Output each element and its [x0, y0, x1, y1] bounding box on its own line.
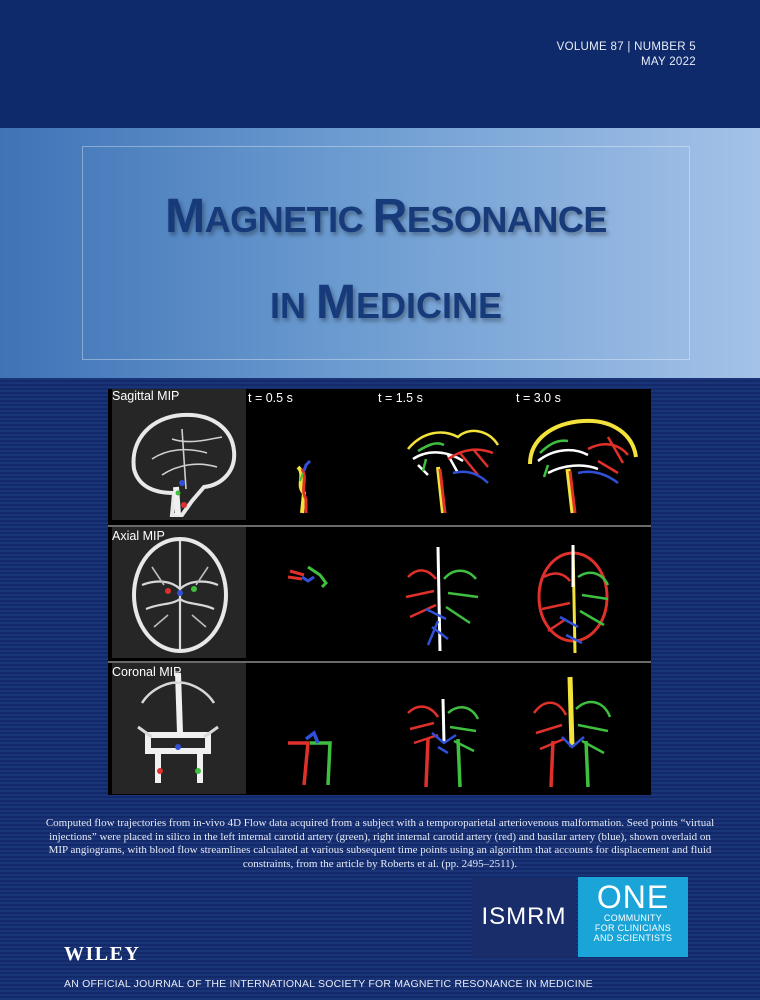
title-band: MAGNETIC RESONANCE IN MEDICINE — [0, 128, 760, 378]
one-community-logo: ONE COMMUNITY FOR CLINICIANS AND SCIENTI… — [578, 877, 688, 957]
issue-info: VOLUME 87 | NUMBER 5 MAY 2022 — [557, 40, 696, 70]
one-logo-line-2: FOR CLINICIANS — [594, 923, 672, 933]
figure-row-axial — [108, 527, 651, 658]
label-time-3-0: t = 3.0 s — [516, 391, 561, 405]
footer-tagline: AN OFFICIAL JOURNAL OF THE INTERNATIONAL… — [64, 978, 593, 990]
axial-flow-panels — [287, 544, 610, 654]
row-divider — [108, 525, 651, 527]
title-frame: MAGNETIC RESONANCE IN MEDICINE — [82, 146, 690, 360]
wiley-logo: WILEY — [64, 943, 141, 965]
one-logo-text: ONE — [596, 879, 670, 915]
journal-title-line-2: IN MEDICINE — [269, 276, 503, 329]
coronal-mip-image — [112, 663, 246, 794]
axial-mip-image — [112, 527, 246, 658]
figure-row-sagittal — [108, 389, 651, 520]
figure-row-coronal — [108, 663, 651, 794]
sagittal-mip-image — [112, 389, 246, 520]
volume-number: VOLUME 87 | NUMBER 5 — [556, 41, 696, 53]
row-divider — [108, 661, 651, 663]
top-band — [0, 0, 760, 128]
journal-title-line-1: MAGNETIC RESONANCE — [165, 190, 607, 243]
issue-date: MAY 2022 — [640, 56, 696, 68]
label-axial-mip: Axial MIP — [112, 529, 165, 543]
label-coronal-mip: Coronal MIP — [112, 665, 182, 679]
cover-figure: Sagittal MIP Axial MIP Coronal MIP t = 0… — [108, 389, 651, 795]
figure-caption: Computed flow trajectories from in-vivo … — [45, 817, 715, 870]
label-time-0-5: t = 0.5 s — [248, 391, 293, 405]
label-time-1-5: t = 1.5 s — [378, 391, 423, 405]
sagittal-flow-panels — [296, 418, 638, 514]
coronal-flow-panels — [288, 676, 612, 788]
one-logo-line-1: COMMUNITY — [603, 913, 663, 923]
ismrm-logo: ISMRM — [472, 877, 576, 957]
one-logo-line-3: AND SCIENTISTS — [593, 933, 673, 943]
label-sagittal-mip: Sagittal MIP — [112, 389, 180, 403]
